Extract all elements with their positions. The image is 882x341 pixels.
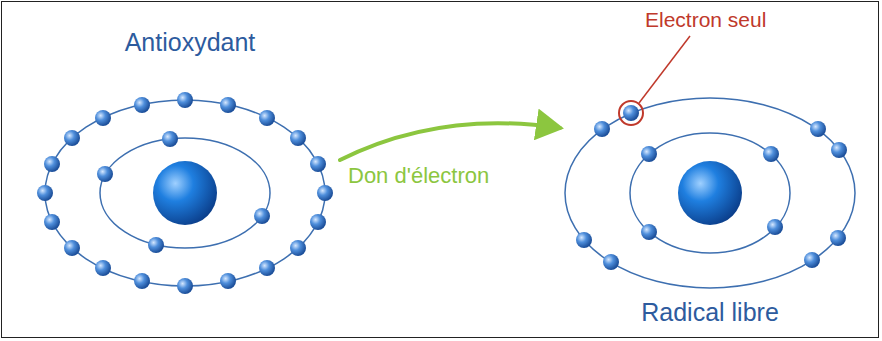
arrow-label: Don d'électron: [348, 163, 489, 189]
donation-arrow: [340, 123, 560, 160]
atom-node: Radical libre: [560, 95, 860, 335]
atom-node: Antioxydant: [40, 22, 340, 297]
atom-title: Radical libre: [641, 298, 779, 327]
callout-label: Electron seul: [645, 8, 766, 32]
atom-title: Antioxydant: [125, 28, 256, 57]
